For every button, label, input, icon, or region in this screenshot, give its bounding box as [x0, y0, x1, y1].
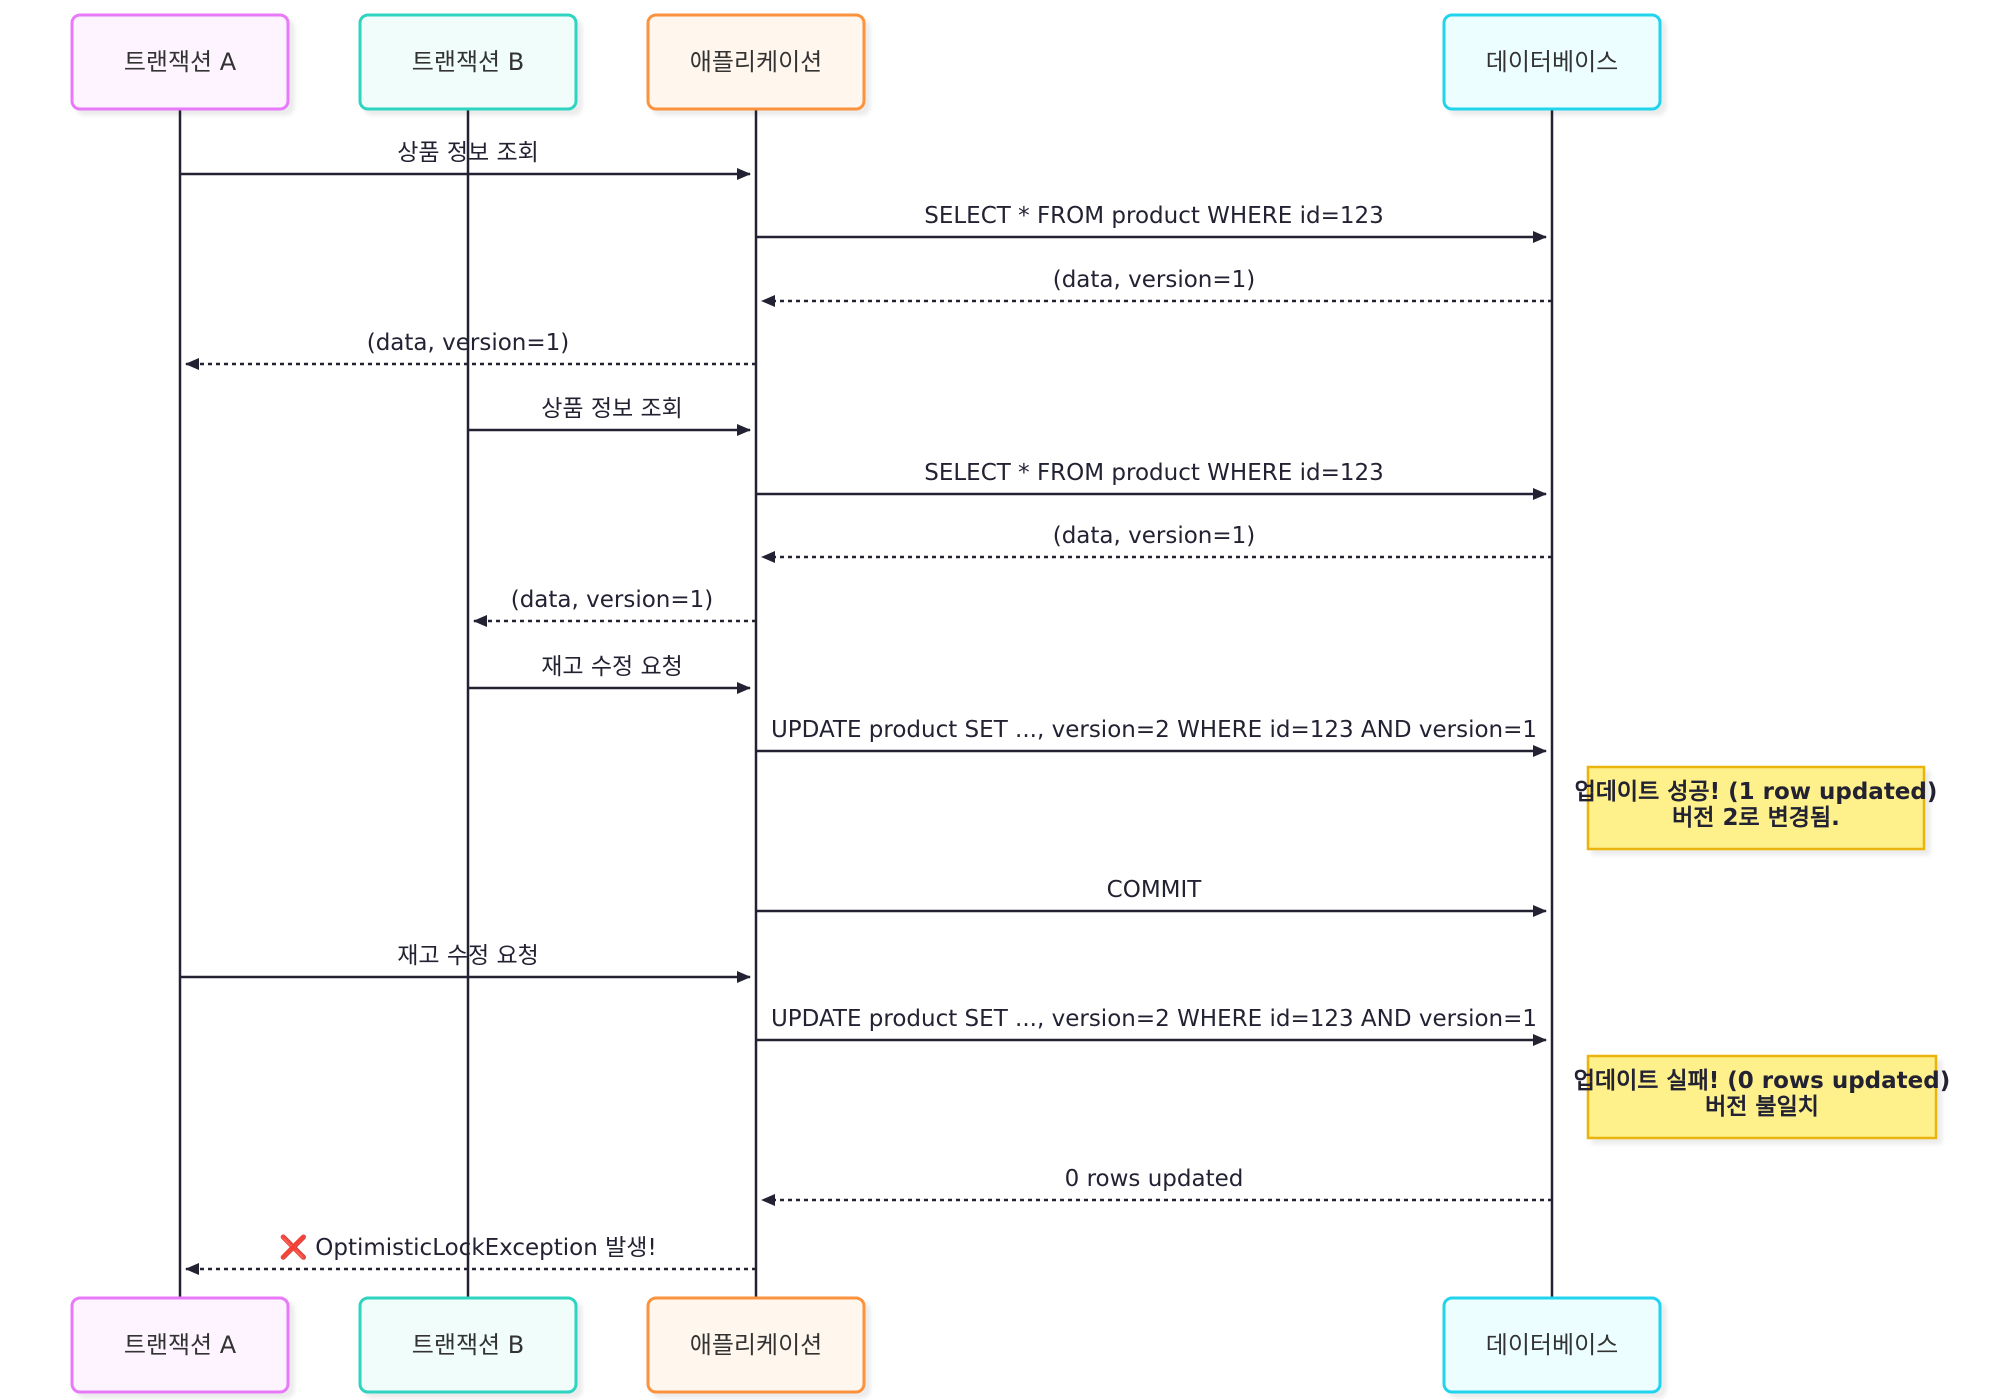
- message-15: ❌ OptimisticLockException 발생!: [185, 1234, 756, 1275]
- participant-a-top: 트랜잭션 A: [70, 13, 290, 111]
- participant-b-top: 트랜잭션 B: [358, 13, 578, 111]
- message-label: (data, version=1): [511, 587, 714, 613]
- message-2: SELECT * FROM product WHERE id=123: [756, 203, 1547, 243]
- message-label: 상품 정보 조회: [541, 396, 683, 422]
- message-9: 재고 수정 요청: [468, 654, 751, 694]
- message-8: (data, version=1): [473, 587, 756, 627]
- participant-box: [1442, 1296, 1662, 1394]
- participant-label: 트랜잭션 B: [412, 48, 524, 76]
- participant-box: [358, 1296, 578, 1394]
- message-4: (data, version=1): [185, 330, 756, 370]
- message-label: SELECT * FROM product WHERE id=123: [924, 203, 1384, 229]
- message-6: SELECT * FROM product WHERE id=123: [756, 460, 1547, 500]
- message-label: 재고 수정 요청: [541, 654, 683, 680]
- participant-box: [358, 13, 578, 111]
- message-label: (data, version=1): [1053, 523, 1256, 549]
- participant-label: 트랜잭션 A: [124, 48, 237, 76]
- message-13: UPDATE product SET ..., version=2 WHERE …: [756, 1006, 1547, 1046]
- message-3: (data, version=1): [761, 267, 1552, 307]
- message-label: UPDATE product SET ..., version=2 WHERE …: [771, 717, 1537, 743]
- message-label: ❌ OptimisticLockException 발생!: [279, 1234, 656, 1261]
- participant-box: [646, 13, 866, 111]
- participant-app-top: 애플리케이션: [646, 13, 866, 111]
- message-label: 0 rows updated: [1065, 1166, 1244, 1192]
- note-2: 업데이트 실패! (0 rows updated)버전 불일치: [1574, 1054, 1950, 1140]
- note-box: [1586, 765, 1926, 851]
- participant-db-top: 데이터베이스: [1442, 13, 1662, 111]
- note-line: 버전 불일치: [1705, 1094, 1819, 1120]
- message-label: 재고 수정 요청: [397, 943, 539, 969]
- message-12: 재고 수정 요청: [180, 943, 751, 983]
- note-line: 업데이트 실패! (0 rows updated): [1574, 1068, 1950, 1094]
- message-14: 0 rows updated: [761, 1166, 1552, 1206]
- message-label: COMMIT: [1107, 877, 1203, 903]
- message-11: COMMIT: [756, 877, 1547, 917]
- message-7: (data, version=1): [761, 523, 1552, 563]
- participant-b-bottom: 트랜잭션 B: [358, 1296, 578, 1394]
- participant-box: [1442, 13, 1662, 111]
- participant-label: 애플리케이션: [690, 1331, 822, 1359]
- participant-label: 트랜잭션 A: [124, 1331, 237, 1359]
- participant-box: [70, 1296, 290, 1394]
- participant-app-bottom: 애플리케이션: [646, 1296, 866, 1394]
- message-label: SELECT * FROM product WHERE id=123: [924, 460, 1384, 486]
- participant-db-bottom: 데이터베이스: [1442, 1296, 1662, 1394]
- participant-label: 애플리케이션: [690, 48, 822, 76]
- message-1: 상품 정보 조회: [180, 140, 751, 180]
- message-10: UPDATE product SET ..., version=2 WHERE …: [756, 717, 1547, 757]
- message-label: (data, version=1): [1053, 267, 1256, 293]
- participant-label: 데이터베이스: [1486, 48, 1618, 76]
- note-line: 업데이트 성공! (1 row updated): [1575, 779, 1938, 805]
- participant-a-bottom: 트랜잭션 A: [70, 1296, 290, 1394]
- message-label: UPDATE product SET ..., version=2 WHERE …: [771, 1006, 1537, 1032]
- participant-box: [70, 13, 290, 111]
- message-label: 상품 정보 조회: [397, 140, 539, 166]
- note-1: 업데이트 성공! (1 row updated)버전 2로 변경됨.: [1575, 765, 1938, 851]
- participant-label: 데이터베이스: [1486, 1331, 1618, 1359]
- note-line: 버전 2로 변경됨.: [1672, 805, 1840, 831]
- participant-box: [646, 1296, 866, 1394]
- message-label: (data, version=1): [367, 330, 570, 356]
- note-box: [1586, 1054, 1938, 1140]
- message-5: 상품 정보 조회: [468, 396, 751, 436]
- participant-label: 트랜잭션 B: [412, 1331, 524, 1359]
